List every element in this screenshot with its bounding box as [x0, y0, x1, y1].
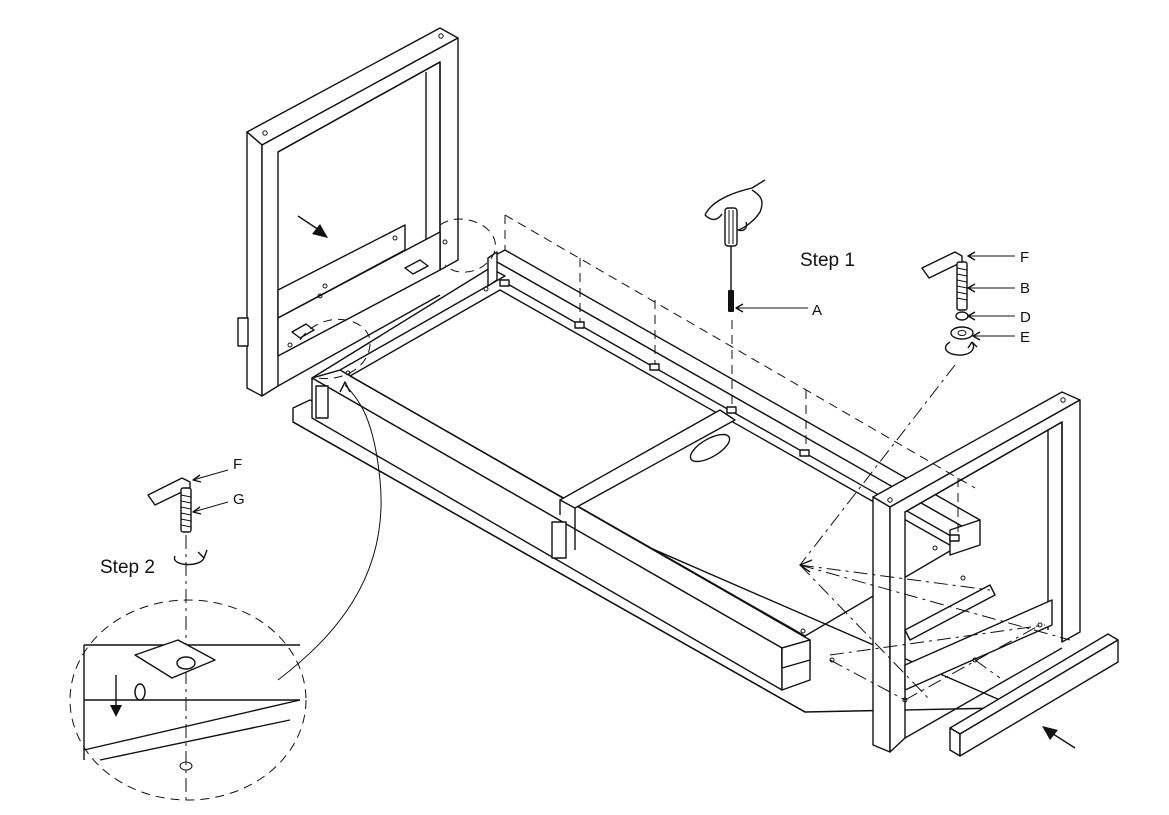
step1-label: Step 1	[800, 250, 855, 271]
rotate-arrow-icon	[944, 341, 975, 356]
down-arrow-icon	[110, 705, 122, 717]
step1-hardware	[735, 251, 1015, 356]
step2-label: Step 2	[100, 557, 155, 578]
part-label-f-top: F	[1020, 249, 1029, 266]
part-label-d: D	[1020, 309, 1031, 326]
step2-hardware	[147, 469, 229, 800]
bench-frame	[311, 249, 981, 691]
washer-d-icon	[955, 311, 969, 321]
detail-magnifier	[69, 381, 382, 801]
part-label-e: E	[1020, 329, 1030, 346]
text-labels: Step 1 Step 2 A F B D E F G	[100, 249, 1031, 578]
part-label-b: B	[1020, 280, 1030, 297]
right-end-frame	[872, 391, 1119, 757]
part-label-a: A	[812, 302, 822, 319]
part-label-f-bottom: F	[233, 456, 242, 473]
rotate-arrow-icon-2	[173, 555, 205, 566]
left-end-frame	[237, 27, 459, 397]
direction-arrows	[297, 215, 1076, 749]
part-label-g: G	[233, 491, 245, 508]
nut-e-icon	[950, 326, 974, 340]
screwdriver-hand-icon	[704, 179, 766, 312]
allen-key-icon	[921, 251, 963, 279]
assembly-guide-lines	[299, 214, 1071, 703]
allen-key-icon-2	[147, 477, 191, 506]
